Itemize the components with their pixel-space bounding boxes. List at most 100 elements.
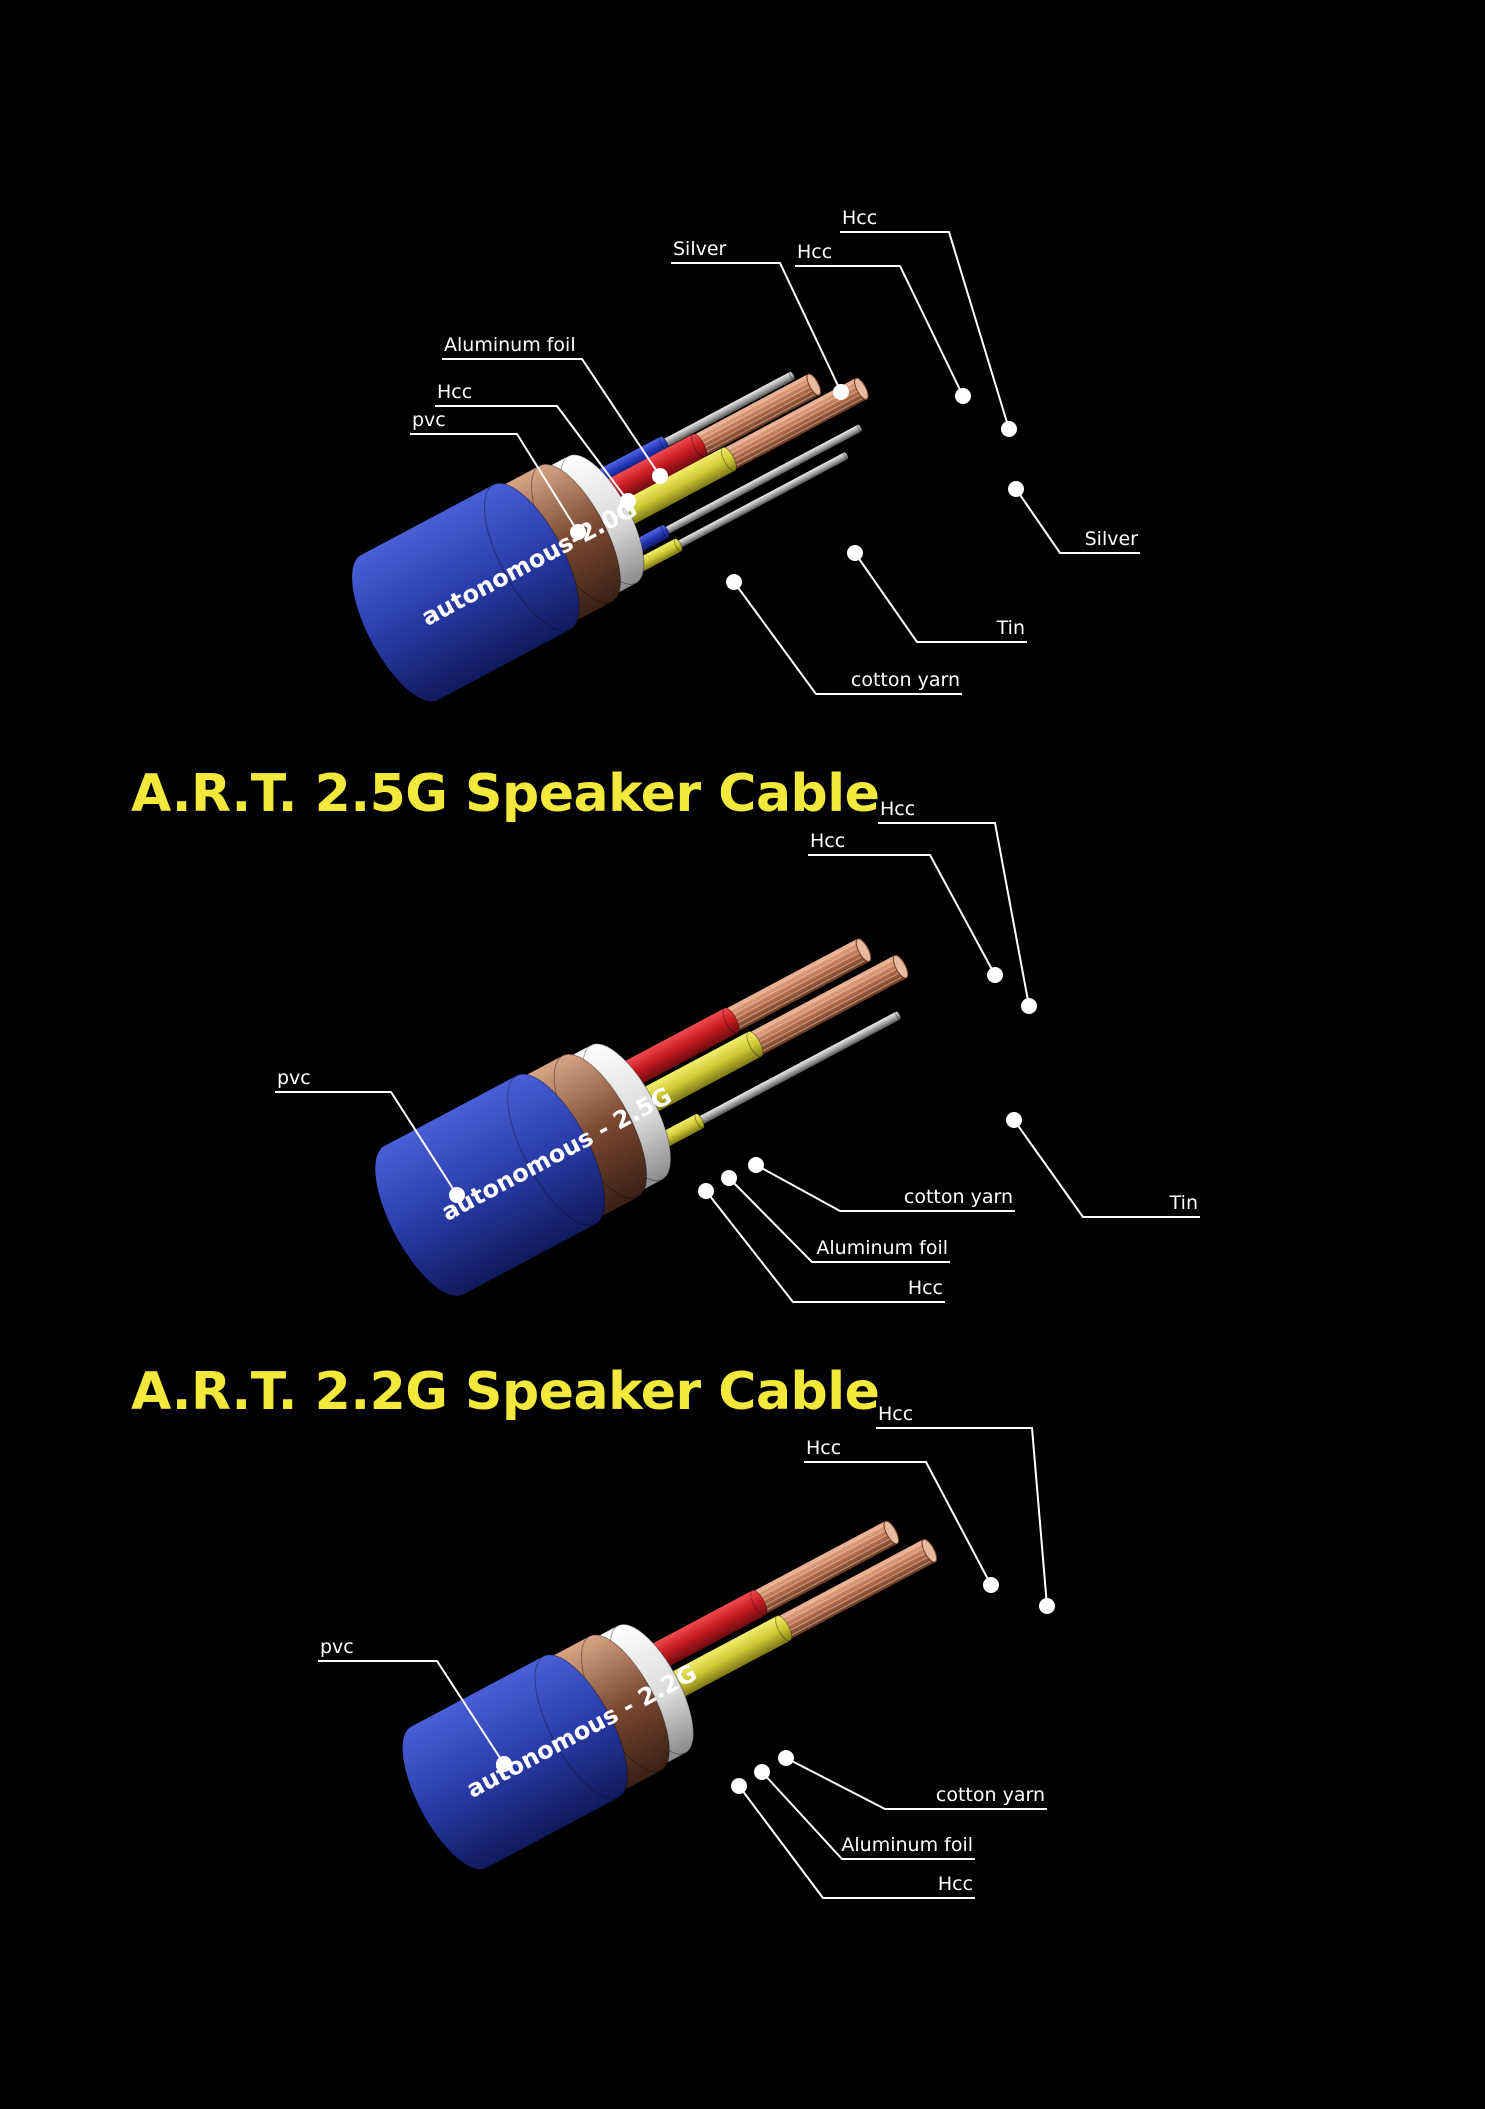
- callout-dot: [1001, 421, 1017, 437]
- yellow-hcc-wire-insulation: [651, 1615, 793, 1707]
- yellow-tin-wire-conductor: [674, 451, 849, 550]
- callout-label: Hcc: [797, 241, 832, 263]
- callout-hcc: Hcc: [876, 1403, 1055, 1614]
- callout-dot: [1021, 998, 1037, 1014]
- callout-label: Hcc: [878, 1403, 913, 1425]
- yellow-hcc-wire: [651, 1538, 938, 1707]
- callout-label: Silver: [1085, 528, 1139, 550]
- leader-line: [804, 1461, 992, 1586]
- leader-line: [854, 552, 1027, 643]
- callout-label: pvc: [412, 409, 446, 431]
- yellow-hcc-wire-insulation: [606, 446, 737, 532]
- callout-dot: [652, 468, 668, 484]
- callout-silver: Silver: [671, 238, 849, 400]
- section-title-2-2g: A.R.T. 2.2G Speaker Cable: [131, 1362, 880, 1422]
- callout-aluminum-foil: Aluminum foil: [754, 1764, 975, 1860]
- callout-label: Silver: [673, 238, 727, 260]
- callout-dot: [721, 1170, 737, 1186]
- callout-pvc: pvc: [318, 1636, 512, 1772]
- leader-line: [733, 581, 962, 695]
- leader-line: [840, 231, 1010, 430]
- callout-label: Hcc: [880, 798, 915, 820]
- callout-hcc: Hcc: [804, 1437, 999, 1593]
- callout-dot: [731, 1778, 747, 1794]
- callout-dot: [496, 1756, 512, 1772]
- callout-hcc: Hcc: [808, 830, 1003, 983]
- leader-line: [808, 854, 996, 976]
- cable-2-5g: autonomous - 2.5G: [375, 938, 909, 1296]
- leader-line: [876, 1427, 1048, 1607]
- callout-dot: [748, 1157, 764, 1173]
- leader-line: [410, 433, 579, 533]
- blue-silver-wire-2-conductor: [661, 424, 863, 536]
- callout-dot: [983, 1577, 999, 1593]
- callout-pvc: pvc: [275, 1067, 465, 1203]
- leader-line: [275, 1091, 458, 1196]
- callout-label: Hcc: [810, 830, 845, 852]
- leader-line: [705, 1190, 945, 1303]
- callout-label: Hcc: [437, 381, 472, 403]
- callout-dot: [847, 545, 863, 561]
- callout-dot: [1006, 1112, 1022, 1128]
- leader-line: [1015, 488, 1140, 554]
- red-hcc-wire-insulation: [608, 1007, 740, 1095]
- leader-line: [1013, 1119, 1200, 1218]
- callout-aluminum-foil: Aluminum foil: [442, 334, 668, 484]
- callout-cotton-yarn: cotton yarn: [726, 574, 962, 695]
- pvc-jacket: [375, 1073, 606, 1296]
- callout-dot: [570, 524, 586, 540]
- callout-dot: [449, 1187, 465, 1203]
- callout-hcc: Hcc: [435, 381, 636, 509]
- leader-line: [795, 265, 964, 397]
- callout-hcc: Hcc: [731, 1778, 975, 1899]
- yellow-hcc-wire: [623, 954, 909, 1123]
- callout-label: pvc: [320, 1636, 354, 1658]
- callout-label: cotton yarn: [936, 1784, 1045, 1806]
- leader-line: [738, 1785, 975, 1899]
- callout-dot: [1039, 1598, 1055, 1614]
- blue-silver-wire-conductor: [659, 371, 796, 449]
- leader-line: [442, 358, 661, 477]
- yellow-hcc-wire: [606, 377, 869, 532]
- cable-2-2g: autonomous - 2.2G: [402, 1520, 938, 1870]
- callout-dot: [778, 1750, 794, 1766]
- callout-tin: Tin: [1006, 1112, 1200, 1218]
- callout-silver: Silver: [1008, 481, 1140, 554]
- callout-label: Aluminum foil: [841, 1834, 973, 1856]
- red-hcc-wire-insulation: [635, 1589, 768, 1677]
- callout-label: Hcc: [806, 1437, 841, 1459]
- leader-line: [671, 262, 842, 393]
- callout-label: Aluminum foil: [444, 334, 576, 356]
- leader-line: [435, 405, 629, 502]
- callout-label: Hcc: [938, 1873, 973, 1895]
- red-hcc-wire: [635, 1520, 900, 1677]
- callout-hcc: Hcc: [878, 798, 1037, 1014]
- callout-label: Hcc: [842, 207, 877, 229]
- leader-line: [755, 1164, 1015, 1212]
- callout-hcc: Hcc: [795, 241, 971, 404]
- callout-label: cotton yarn: [851, 669, 960, 691]
- yellow-tin-wire-conductor: [695, 1011, 902, 1126]
- callout-dot: [754, 1764, 770, 1780]
- leader-line: [761, 1771, 975, 1860]
- callout-dot: [698, 1183, 714, 1199]
- callout-dot: [1008, 481, 1024, 497]
- leader-line: [318, 1660, 505, 1765]
- callout-dot: [620, 493, 636, 509]
- yellow-tin-wire: [634, 451, 849, 573]
- red-hcc-wire: [594, 373, 822, 509]
- pvc-jacket: [352, 482, 580, 702]
- callout-pvc: pvc: [410, 409, 586, 540]
- callout-label: Hcc: [908, 1277, 943, 1299]
- callout-tin: Tin: [847, 545, 1027, 643]
- callout-hcc: Hcc: [698, 1183, 945, 1303]
- leader-line: [785, 1757, 1047, 1810]
- callout-hcc: Hcc: [840, 207, 1017, 437]
- cable-2-0g: autonomous-2.0G: [352, 371, 869, 702]
- section-title-2-5g: A.R.T. 2.5G Speaker Cable: [131, 764, 880, 824]
- callout-dot: [987, 967, 1003, 983]
- callout-label: pvc: [277, 1067, 311, 1089]
- callout-aluminum-foil: Aluminum foil: [721, 1170, 950, 1263]
